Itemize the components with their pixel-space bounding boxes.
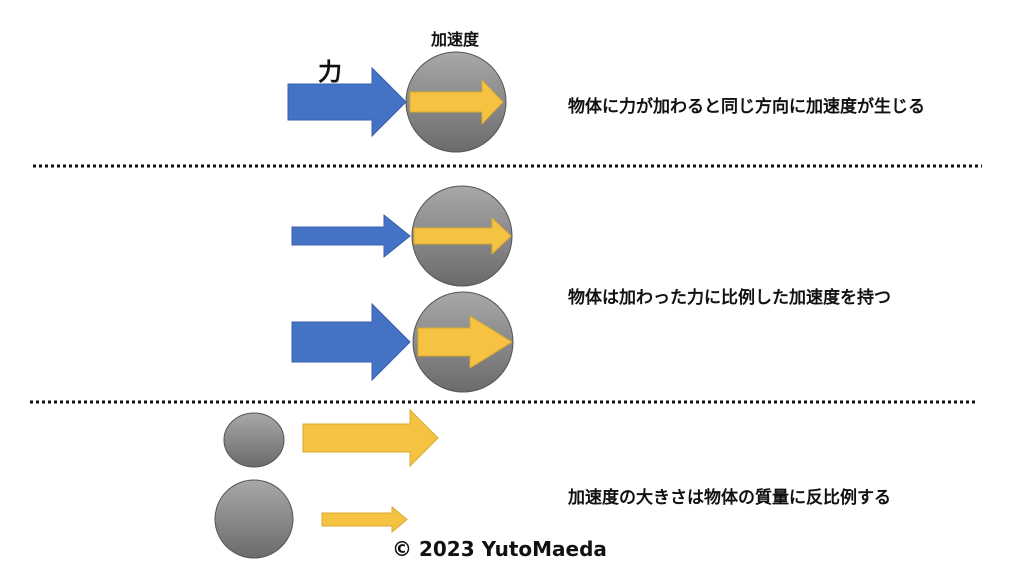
force-arrow	[287, 66, 407, 138]
large-acceleration-arrow	[302, 408, 439, 468]
section-inverse-mass: 加速度の大きさは物体の質量に反比例する	[214, 408, 891, 559]
caption-3: 加速度の大きさは物体の質量に反比例する	[567, 487, 891, 508]
small-acceleration-arrow	[413, 216, 512, 256]
small-force-arrow	[291, 213, 411, 259]
section-proportional-force: 物体は加わった力に比例した加速度を持つ	[291, 185, 891, 393]
small-mass-ball	[223, 412, 285, 468]
large-acceleration-arrow	[417, 315, 513, 369]
large-mass-ball	[214, 479, 294, 559]
force-label: 力	[318, 58, 342, 86]
caption-1: 物体に力が加わると同じ方向に加速度が生じる	[568, 96, 925, 117]
acceleration-arrow	[409, 78, 504, 126]
large-force-arrow	[291, 302, 411, 382]
caption-2: 物体は加わった力に比例した加速度を持つ	[568, 287, 891, 308]
acceleration-label: 加速度	[430, 30, 480, 49]
small-acceleration-arrow	[321, 505, 408, 534]
section-force-direction: 力 加速度 物体に力が加わると同じ方向に加速度が生じる	[287, 30, 925, 153]
copyright: © 2023 YutoMaeda	[392, 537, 607, 561]
